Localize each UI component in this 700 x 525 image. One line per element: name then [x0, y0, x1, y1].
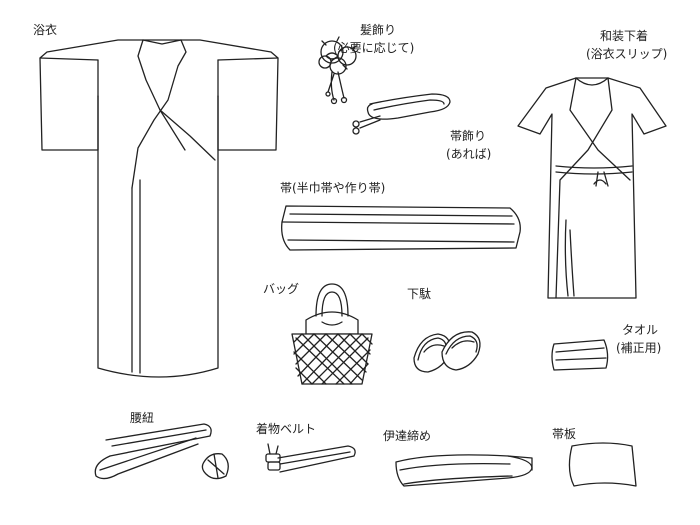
note-towel: (補正用): [616, 341, 662, 355]
obi-illustration: [281, 205, 521, 251]
label-obi-ornament: 帯飾り: [450, 129, 487, 143]
label-datejime: 伊達締め: [383, 429, 432, 443]
label-obi: 帯(半巾帯や作り帯): [280, 181, 386, 195]
label-towel: タオル: [622, 323, 659, 337]
label-bag: バッグ: [263, 282, 300, 296]
obi-ornament-illustration: [352, 93, 451, 135]
kimono-belt-illustration: [265, 443, 356, 473]
bag-illustration: [291, 283, 373, 385]
yukata-illustration: [39, 39, 279, 378]
waist-cord-illustration: [94, 423, 229, 480]
label-undergarment: 和装下着: [600, 29, 649, 43]
towel-illustration: [551, 339, 609, 371]
geta-illustration: [413, 331, 481, 373]
datejime-illustration: [395, 454, 533, 487]
hair-ornament-illustration: [318, 36, 357, 105]
note-hair-ornament: (必要に応じて): [333, 41, 415, 55]
label-obi-board: 帯板: [552, 427, 577, 441]
undergarment-illustration: [517, 77, 667, 299]
note-undergarment: (浴衣スリップ): [586, 47, 668, 61]
label-yukata: 浴衣: [33, 23, 58, 37]
label-waist-cord: 腰紐: [130, 411, 155, 425]
obi-board-illustration: [568, 442, 637, 487]
note-obi-ornament: (あれば): [446, 147, 492, 161]
label-hair-ornament: 髪飾り: [360, 23, 397, 37]
label-geta: 下駄: [407, 287, 432, 301]
label-kimono-belt: 着物ベルト: [256, 422, 317, 436]
